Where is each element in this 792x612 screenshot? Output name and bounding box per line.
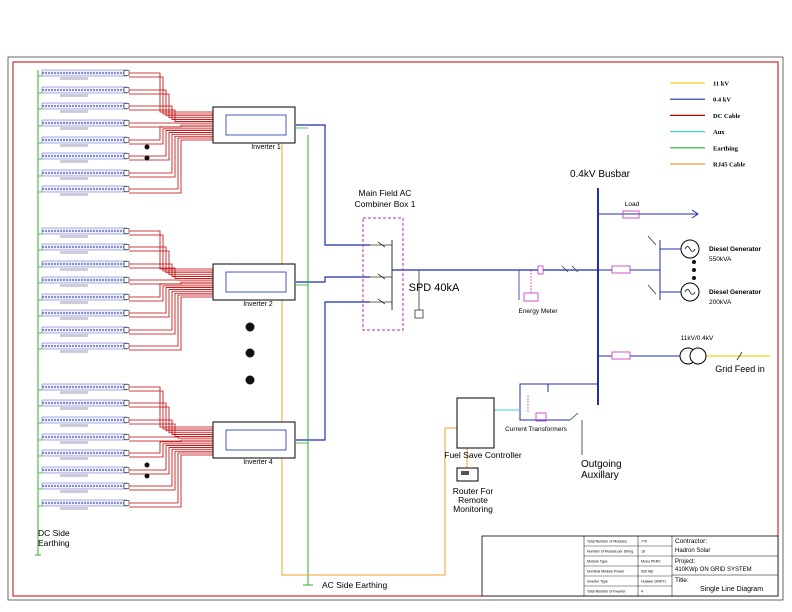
project-label: Project: [675, 559, 696, 565]
inverter-4: Inverter 4 [212, 421, 296, 466]
title-block-key: Number of Module per String [587, 550, 633, 554]
ac-cable [296, 124, 370, 246]
dc-cable [129, 445, 213, 471]
generator-2-rating: 200kVA [709, 299, 732, 306]
legend-label: RJ45 Cable [713, 162, 745, 169]
dc-cable [129, 402, 213, 432]
contractor-value: Hadron Solar [675, 548, 710, 554]
generator-1-rating: 550kVA [709, 256, 732, 263]
generator-2-label: Diesel Generator [709, 289, 761, 296]
dc-cable [129, 105, 213, 120]
energy-meter-label: Energy Meter [518, 308, 558, 315]
dc-cable [129, 452, 213, 504]
ac-earthing-label: AC Side Earthing [322, 580, 387, 590]
ac-cable [296, 276, 370, 283]
transformer-secondary [689, 347, 707, 365]
ac-combiner-box [362, 217, 404, 331]
pv-strings [41, 69, 130, 510]
dc-cable [129, 287, 213, 314]
router-label-line1: Router For [453, 486, 494, 496]
title-block-value: 18 [641, 550, 645, 554]
legend-label: Aux [713, 129, 725, 136]
dc-cable [129, 246, 213, 274]
load-label: Load [625, 201, 640, 208]
spd-symbol [414, 309, 424, 319]
title-block-value: Huawei 100KTL [641, 580, 667, 584]
title-label: Title: [675, 577, 689, 584]
dc-cable [129, 230, 213, 270]
load-breaker [622, 210, 640, 219]
grid-feed-label: Grid Feed in [715, 364, 765, 374]
combiner-label-line2: Combiner Box 1 [355, 199, 416, 209]
dc-cable [129, 263, 213, 277]
generator-1-label: Diesel Generator [709, 246, 761, 253]
router-label-line3: Monitoring [453, 504, 493, 514]
fuel-save-controller-box [456, 397, 495, 449]
combiner-label-line1: Main Field AC [359, 188, 412, 198]
title-block-key: Total Number of Inverter [587, 590, 626, 594]
title-block-key: Module Type [587, 560, 608, 564]
dc-cable [129, 294, 213, 347]
dc-cable [129, 283, 213, 298]
router-label-line2: Remote [458, 495, 488, 505]
title-block-key: Total Number of Modules [587, 540, 627, 544]
legend-label: 0.4 kV [713, 97, 731, 104]
dc-cable [129, 436, 213, 439]
title-block-value: 775 [641, 540, 647, 544]
title-block-value: 530 Wp [641, 570, 653, 574]
dc-earthing-label-line2: Earthing [38, 538, 70, 548]
dc-cable [129, 419, 213, 435]
title-block-key: Inverter Type [587, 580, 608, 584]
title-block-key: Nominal Module Power [587, 570, 625, 574]
energy-meter-box [523, 292, 539, 302]
dc-cable [129, 72, 213, 113]
legend-label: DC Cable [713, 113, 740, 120]
inner-border [12, 61, 779, 597]
transformer-label: 11kV/0.4kV [681, 335, 714, 342]
title-value: Single Line Diagram [700, 586, 763, 593]
dc-cable [129, 441, 213, 454]
inverter-label: Inverter 1 [251, 144, 281, 151]
outgoing-label-line2: Auxillary [581, 470, 619, 481]
current-transformers-label: Current Transformers [505, 426, 568, 433]
dc-cable [129, 133, 213, 174]
legend-label: 11 kV [713, 81, 729, 88]
title-block-value: 4 [641, 590, 643, 594]
router-port [461, 471, 469, 475]
generator-dots [692, 260, 696, 280]
ac-cable [296, 301, 370, 441]
inverter-1: Inverter 1 [212, 106, 296, 151]
dc-earthing-label-line1: DC Side [38, 528, 70, 538]
fuel-save-controller-label: Fuel Save Controller [444, 450, 522, 460]
dc-cable [129, 290, 213, 331]
inverter-label: Inverter 4 [243, 459, 273, 466]
contractor-label: Contractor: [675, 538, 707, 545]
current-transformer-box [535, 412, 547, 422]
project-value: 410KWp ON GRID SYSTEM [675, 567, 752, 573]
outer-border [7, 56, 784, 601]
inverter-label: Inverter 2 [243, 301, 273, 308]
more-strings-dots [144, 144, 150, 479]
inverter-2: Inverter 2 [212, 263, 296, 308]
spd-label: SPD 40kA [409, 282, 460, 294]
more-inverters-dots [245, 322, 255, 385]
ct-feeder [519, 383, 598, 421]
dc-cable [129, 89, 213, 117]
outgoing-label-line1: Outgoing [581, 459, 622, 470]
busbar-label: 0.4kV Busbar [570, 169, 631, 180]
wiring [38, 72, 770, 508]
title-block-value: Mono PERC [641, 560, 661, 564]
dc-cable [129, 448, 213, 487]
dc-cable [129, 137, 213, 190]
dc-cable [129, 126, 213, 141]
legend-label: Earthing [713, 145, 739, 152]
